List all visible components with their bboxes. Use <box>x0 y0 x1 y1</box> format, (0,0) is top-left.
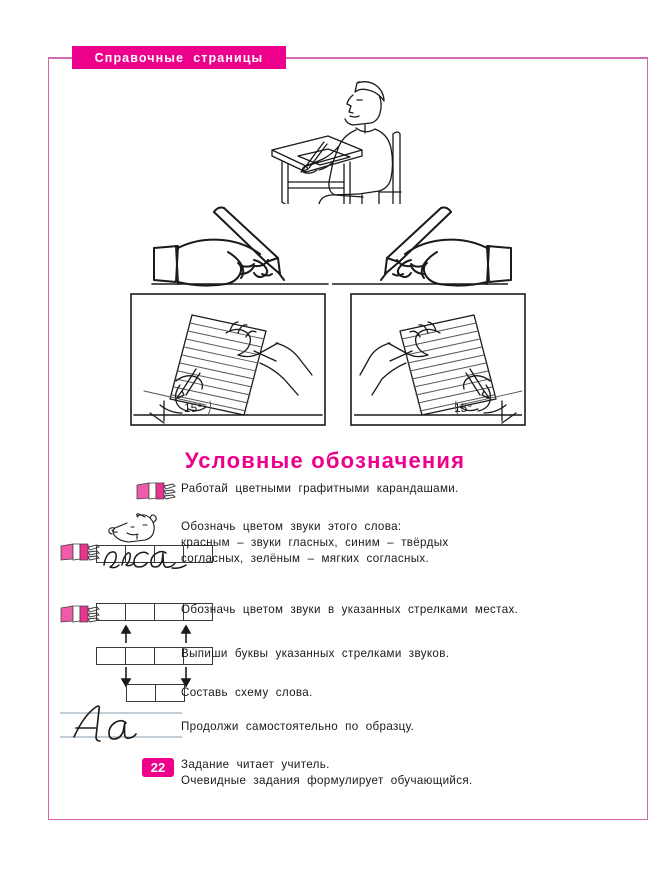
colored-pencils-icon <box>60 543 100 561</box>
legend-item-text: Обозначь цветом звуки в указанных стрелк… <box>181 603 519 616</box>
angle-label-left: 15° <box>184 401 202 415</box>
angle-label-right: 15° <box>454 401 472 415</box>
sound-scheme-cells-4 <box>96 603 213 621</box>
scheme-cell[interactable] <box>182 647 213 665</box>
page-frame <box>48 57 648 820</box>
fox-head-drawing <box>108 513 157 543</box>
page-frame-top-left-rule <box>48 57 72 59</box>
legend-item-text-line-1: Обозначь цветом звуки этого слова: <box>181 520 402 533</box>
scheme-cell[interactable] <box>124 647 155 665</box>
section-banner: Справочные страницы <box>72 46 286 69</box>
left-hand-holding-pencil-illustration <box>151 206 329 287</box>
notebook-placement-left-hander-diagram: 15° <box>130 293 326 426</box>
page-frame-top-right-rule <box>286 57 648 59</box>
arrows-down-icon <box>120 667 192 688</box>
cursive-sample-aa <box>60 705 182 742</box>
legend-item-text-line-1: Задание читает учитель. <box>181 758 330 771</box>
scheme-cell[interactable] <box>182 545 213 563</box>
task-number-badge-label: 22 <box>150 760 166 775</box>
sound-scheme-cells-4 <box>96 647 213 665</box>
notebook-placement-right-hander-diagram: 15° <box>350 293 526 426</box>
sound-scheme-cells-4 <box>96 545 213 563</box>
colored-pencils-icon <box>60 605 100 623</box>
scheme-cell[interactable] <box>124 603 155 621</box>
right-hand-holding-pencil-illustration <box>332 206 512 287</box>
cursive-word-lisa <box>103 550 187 569</box>
legend-item-text: Составь схему слова. <box>181 686 313 699</box>
legend-title: Условные обозначения <box>184 448 466 473</box>
arrows-up-icon <box>120 624 192 643</box>
scheme-cell[interactable] <box>182 603 213 621</box>
section-banner-label: Справочные страницы <box>94 50 264 65</box>
scheme-cell[interactable] <box>154 684 185 702</box>
scheme-cell[interactable] <box>96 603 126 621</box>
task-number-badge: 22 <box>142 758 174 777</box>
legend-item-text: Работай цветными графитными карандашами. <box>181 482 459 495</box>
scheme-cell[interactable] <box>96 647 126 665</box>
legend-item-text-line-2: Очевидные задания формулирует обучающийс… <box>181 774 473 787</box>
scheme-cell[interactable] <box>153 647 184 665</box>
legend-item-text-line-2: красным – звуки гласных, синим – твёрдых <box>181 536 449 549</box>
boy-writing-at-desk-illustration <box>271 81 402 204</box>
scheme-cell[interactable] <box>126 684 156 702</box>
scheme-cell[interactable] <box>153 603 184 621</box>
legend-item-text: Выпиши буквы указанных стрелками звуков. <box>181 647 450 660</box>
legend-item-text: Продолжи самостоятельно по образцу. <box>181 720 415 733</box>
colored-pencils-icon <box>136 482 176 500</box>
sound-scheme-cells-2 <box>126 684 185 702</box>
legend-item-text-line-3: согласных, зелёным – мягких согласных. <box>181 552 430 565</box>
